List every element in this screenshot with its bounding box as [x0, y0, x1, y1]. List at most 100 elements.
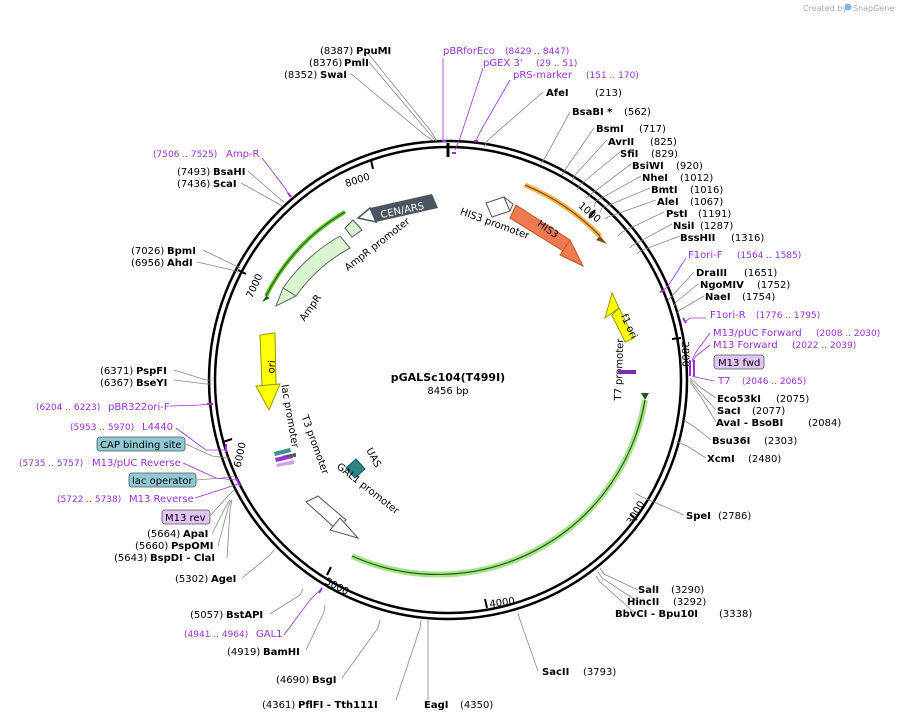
- credit-brand: SnapGene: [853, 4, 894, 13]
- tick-1000: 1000: [576, 201, 603, 226]
- site-name[interactable]: XcmI: [707, 454, 735, 465]
- site-name[interactable]: AvrII: [608, 137, 634, 148]
- site-name[interactable]: Bsu36I: [712, 436, 750, 447]
- site-pos: (7436): [177, 179, 210, 190]
- primer-name[interactable]: Amp-R: [226, 149, 260, 160]
- tick-5000: 5000: [323, 576, 351, 598]
- site-name[interactable]: BspDI - ClaI: [150, 553, 215, 564]
- feature-ampr-promoter[interactable]: AmpR promoter: [343, 216, 413, 274]
- site-name[interactable]: AgeI: [211, 574, 236, 585]
- site-name[interactable]: NheI: [642, 173, 668, 184]
- primer-name[interactable]: GAL1: [256, 629, 283, 640]
- site-name[interactable]: BsaHI: [213, 167, 245, 178]
- cap-binding-site-label: CAP binding site: [100, 440, 182, 451]
- site-name[interactable]: DraIII: [696, 268, 727, 279]
- site-name[interactable]: PflFI - Tth111I: [298, 700, 378, 711]
- site-name[interactable]: HincII: [627, 597, 659, 608]
- feature-cen-ars[interactable]: CEN/ARS: [356, 194, 438, 224]
- primer-name[interactable]: M13 Forward: [713, 340, 778, 351]
- site-name[interactable]: AvaI - BsoBI: [716, 418, 783, 429]
- site-pos: (5302): [175, 574, 208, 585]
- primer-name[interactable]: M13/pUC Forward: [713, 328, 802, 339]
- feature-ampr[interactable]: AmpR: [275, 235, 351, 324]
- site-name[interactable]: BpmI: [167, 246, 196, 257]
- site-name[interactable]: PpuMI: [356, 46, 391, 57]
- site-name[interactable]: NsiI: [673, 221, 694, 232]
- feature-ori[interactable]: ori: [255, 332, 281, 412]
- site-name[interactable]: SfiI: [620, 149, 638, 160]
- leader-lines: [173, 51, 717, 701]
- feature-f1-ori[interactable]: f1 ori: [604, 291, 639, 343]
- gal1-orf-arc[interactable]: [350, 399, 648, 578]
- small-features-cluster[interactable]: [274, 448, 296, 467]
- m13-fwd-label: M13 fwd: [718, 358, 760, 369]
- site-name[interactable]: BssHII: [680, 233, 715, 244]
- site-name[interactable]: BbvCI - Bpu10I: [615, 609, 698, 620]
- site-name[interactable]: SpeI: [686, 511, 711, 522]
- site-pos: (8387): [320, 46, 353, 57]
- primer-name[interactable]: F1ori-F: [688, 250, 723, 261]
- primer-range: (5722 .. 5738): [57, 495, 121, 505]
- primer-name[interactable]: T7: [717, 376, 730, 387]
- site-name[interactable]: BsaBI *: [572, 107, 613, 118]
- site-name[interactable]: BsmI: [596, 124, 624, 135]
- m13-rev-box[interactable]: M13 rev: [161, 509, 211, 525]
- site-pos: (1287): [700, 221, 733, 232]
- tick-8000: 8000: [344, 172, 372, 190]
- tick-7000: 7000: [245, 272, 266, 300]
- m13-fwd-box[interactable]: M13 fwd: [713, 354, 765, 370]
- site-pos: (3338): [719, 609, 752, 620]
- site-name[interactable]: AfeI: [546, 88, 569, 99]
- primer-range: (5953 .. 5970): [70, 423, 134, 433]
- site-name[interactable]: Eco53kI: [717, 394, 761, 405]
- site-name[interactable]: AleI: [657, 197, 679, 208]
- site-pos: (4361): [262, 700, 295, 711]
- primer-name[interactable]: pGEX 3': [483, 58, 523, 69]
- site-name[interactable]: NgoMIV: [700, 280, 744, 291]
- uas-marker[interactable]: [345, 458, 366, 479]
- ori-label: ori: [266, 360, 278, 374]
- site-name[interactable]: PspOMI: [171, 541, 213, 552]
- primer-range: (29 .. 51): [536, 59, 577, 69]
- site-name[interactable]: SacI: [717, 406, 741, 417]
- site-name[interactable]: SacII: [542, 667, 569, 678]
- site-name[interactable]: PspFI: [136, 366, 167, 377]
- lac-operator-label: lac operator: [132, 476, 193, 487]
- site-pos: (1012): [680, 173, 713, 184]
- site-name[interactable]: BamHI: [263, 647, 300, 658]
- lac-operator-box[interactable]: lac operator: [128, 472, 197, 488]
- primer-name[interactable]: pRS-marker: [513, 70, 573, 81]
- site-name[interactable]: EagI: [424, 700, 448, 711]
- uas-label: UAS: [363, 446, 382, 469]
- site-name[interactable]: BsgI: [312, 675, 336, 686]
- site-pos: (4919): [227, 647, 260, 658]
- site-pos: (1067): [690, 197, 723, 208]
- cap-binding-site-box[interactable]: CAP binding site: [96, 436, 186, 452]
- site-pos: (2075): [776, 394, 809, 405]
- primer-name[interactable]: M13 Reverse: [129, 494, 194, 505]
- tick-6000: 6000: [233, 441, 249, 468]
- site-name[interactable]: AhdI: [167, 258, 193, 269]
- site-name[interactable]: BmtI: [651, 185, 678, 196]
- site-name[interactable]: BsiWI: [632, 161, 664, 172]
- site-name[interactable]: ScaI: [213, 179, 237, 190]
- primer-leader-lines: [169, 58, 715, 636]
- primer-name[interactable]: pBRforEco: [443, 46, 495, 57]
- site-name[interactable]: SalI: [638, 585, 659, 596]
- site-pos: (213): [595, 88, 622, 99]
- site-name[interactable]: BseYI: [136, 378, 167, 389]
- primer-range: (6204 .. 6223): [36, 403, 100, 413]
- site-name[interactable]: BstAPI: [226, 610, 263, 621]
- site-name[interactable]: PstI: [666, 209, 688, 220]
- primer-name[interactable]: F1ori-R: [710, 310, 746, 321]
- feature-his3[interactable]: HIS3: [509, 204, 585, 268]
- primer-name[interactable]: pBR322ori-F: [108, 402, 170, 413]
- primer-name[interactable]: M13/pUC Reverse: [92, 458, 181, 469]
- site-name[interactable]: PmlI: [344, 58, 369, 69]
- t7-promoter-arrow[interactable]: [618, 370, 636, 374]
- site-name[interactable]: ApaI: [183, 529, 208, 540]
- site-name[interactable]: NaeI: [705, 292, 731, 303]
- primer-name[interactable]: L4440: [142, 422, 173, 433]
- site-name[interactable]: SwaI: [320, 70, 347, 81]
